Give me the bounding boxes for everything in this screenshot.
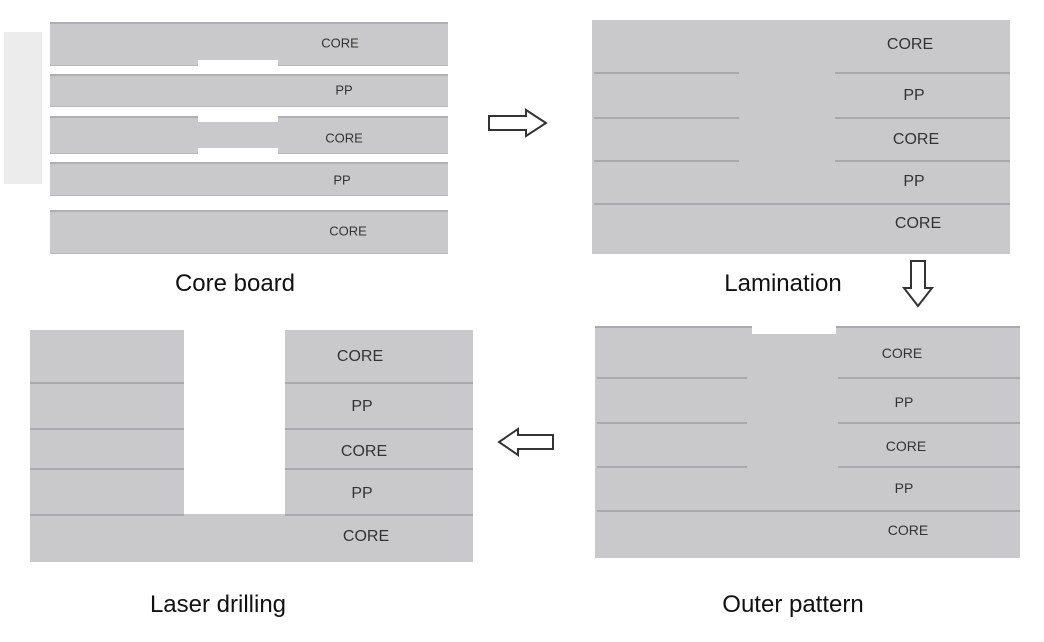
laser-drilling-bottom-layer	[30, 514, 473, 562]
outer-pattern-line-3b	[838, 466, 1020, 468]
lamination-line-2b	[835, 117, 1010, 119]
lamination-line-3b	[835, 160, 1010, 162]
lamination-line-4	[594, 203, 1010, 205]
outer-pattern-top-line-2	[836, 326, 1020, 328]
lamination-caption: Lamination	[724, 270, 842, 297]
lamination-label-5: CORE	[894, 215, 942, 232]
lamination-stack	[592, 20, 1010, 254]
lamination-line-3	[594, 160, 739, 162]
outer-pattern-label-1: CORE	[881, 345, 923, 361]
laser-drilling-label-2: PP	[351, 398, 373, 415]
laser-drilling-line-3	[30, 468, 184, 470]
core-board-label-5: CORE	[329, 223, 367, 239]
laser-drilling-label-4: PP	[351, 485, 373, 502]
lamination-line-1b	[835, 72, 1010, 74]
outer-pattern-top-gap	[752, 326, 836, 334]
core-board-caption: Core board	[174, 270, 296, 297]
outer-pattern-line-2b	[838, 422, 1020, 424]
laser-drilling-line-2b	[285, 428, 473, 430]
laser-drilling-line-3b	[285, 468, 473, 470]
arrow-left-icon	[497, 427, 554, 457]
laser-drilling-line-1	[30, 382, 184, 384]
core-board-layer-3	[50, 116, 448, 154]
core-board-layer-3-copper-gap-bottom	[198, 148, 278, 154]
outer-pattern-line-1	[597, 377, 747, 379]
outer-pattern-caption: Outer pattern	[722, 591, 864, 618]
core-board-label-4: PP	[333, 172, 351, 188]
lamination-label-1: CORE	[886, 36, 934, 53]
laser-drilling-label-3: CORE	[340, 443, 388, 460]
outer-pattern-top-line-1	[595, 326, 752, 328]
outer-pattern-label-2: PP	[894, 394, 914, 410]
outer-pattern-stack	[595, 328, 1020, 558]
outer-pattern-line-3	[597, 466, 747, 468]
laser-drilling-label-5: CORE	[342, 528, 390, 545]
laser-drilling-line-4	[30, 514, 184, 516]
core-board-label-2: PP	[335, 82, 353, 98]
outer-pattern-line-1b	[838, 377, 1020, 379]
core-board-layer-4	[50, 162, 448, 196]
lamination-label-3: CORE	[892, 131, 940, 148]
lamination-line-1	[594, 72, 739, 74]
outer-pattern-line-2	[597, 422, 747, 424]
core-board-layer-1	[50, 22, 448, 66]
core-board-layer-2	[50, 74, 448, 107]
laser-drilling-line-2	[30, 428, 184, 430]
arrow-down-icon	[901, 260, 935, 308]
core-board-layer-5	[50, 210, 448, 254]
outer-pattern-line-4	[597, 510, 1020, 512]
outer-pattern-label-3: CORE	[885, 438, 927, 454]
lamination-label-4: PP	[903, 173, 925, 190]
core-board-label-1: CORE	[321, 35, 359, 51]
core-board-layer-1-copper-gap	[198, 60, 278, 67]
lamination-line-2	[594, 117, 739, 119]
outer-pattern-label-4: PP	[894, 480, 914, 496]
core-board-label-3: CORE	[325, 130, 363, 146]
core-board-layer-3-copper-gap	[198, 116, 278, 122]
laser-drilling-line-1b	[285, 382, 473, 384]
laser-drilling-line-4b	[285, 514, 473, 516]
outer-pattern-label-5: CORE	[887, 522, 929, 538]
laser-drilling-caption: Laser drilling	[149, 591, 287, 618]
ghost-strip	[4, 32, 42, 184]
arrow-right-icon	[488, 108, 548, 138]
laser-drilling-label-1: CORE	[336, 348, 384, 365]
lamination-label-2: PP	[903, 87, 925, 104]
